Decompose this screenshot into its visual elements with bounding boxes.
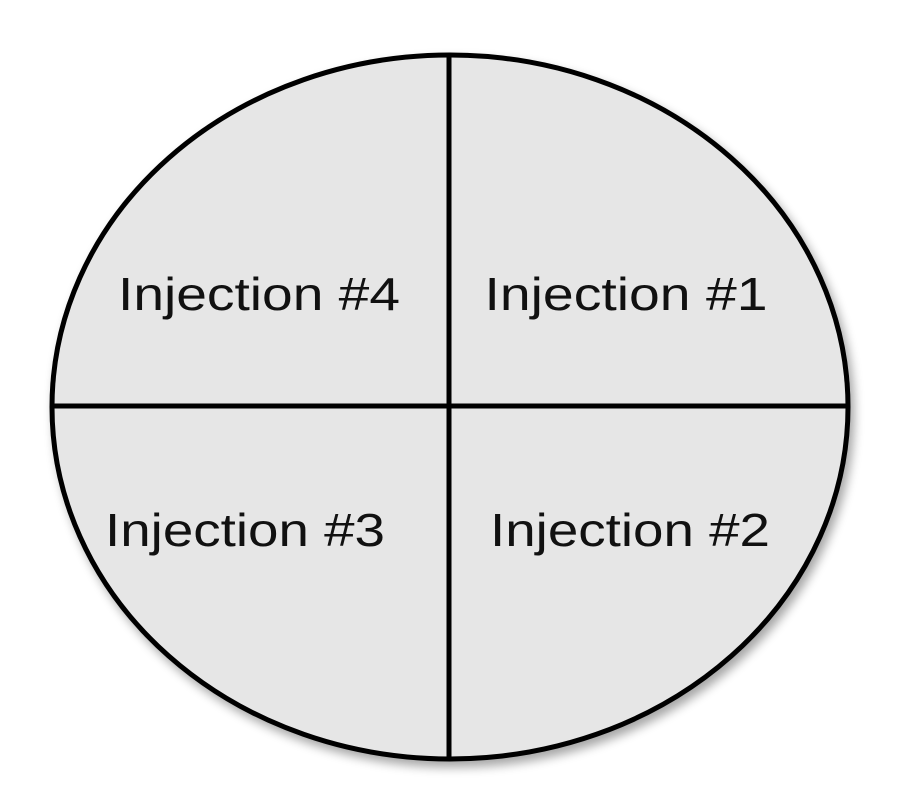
quadrant-label-top-right: Injection #1 bbox=[485, 268, 768, 320]
quadrant-label-top-left: Injection #4 bbox=[118, 268, 400, 320]
quadrant-label-bottom-left: Injection #3 bbox=[105, 504, 385, 556]
quadrant-label-bottom-right: Injection #2 bbox=[490, 504, 770, 556]
